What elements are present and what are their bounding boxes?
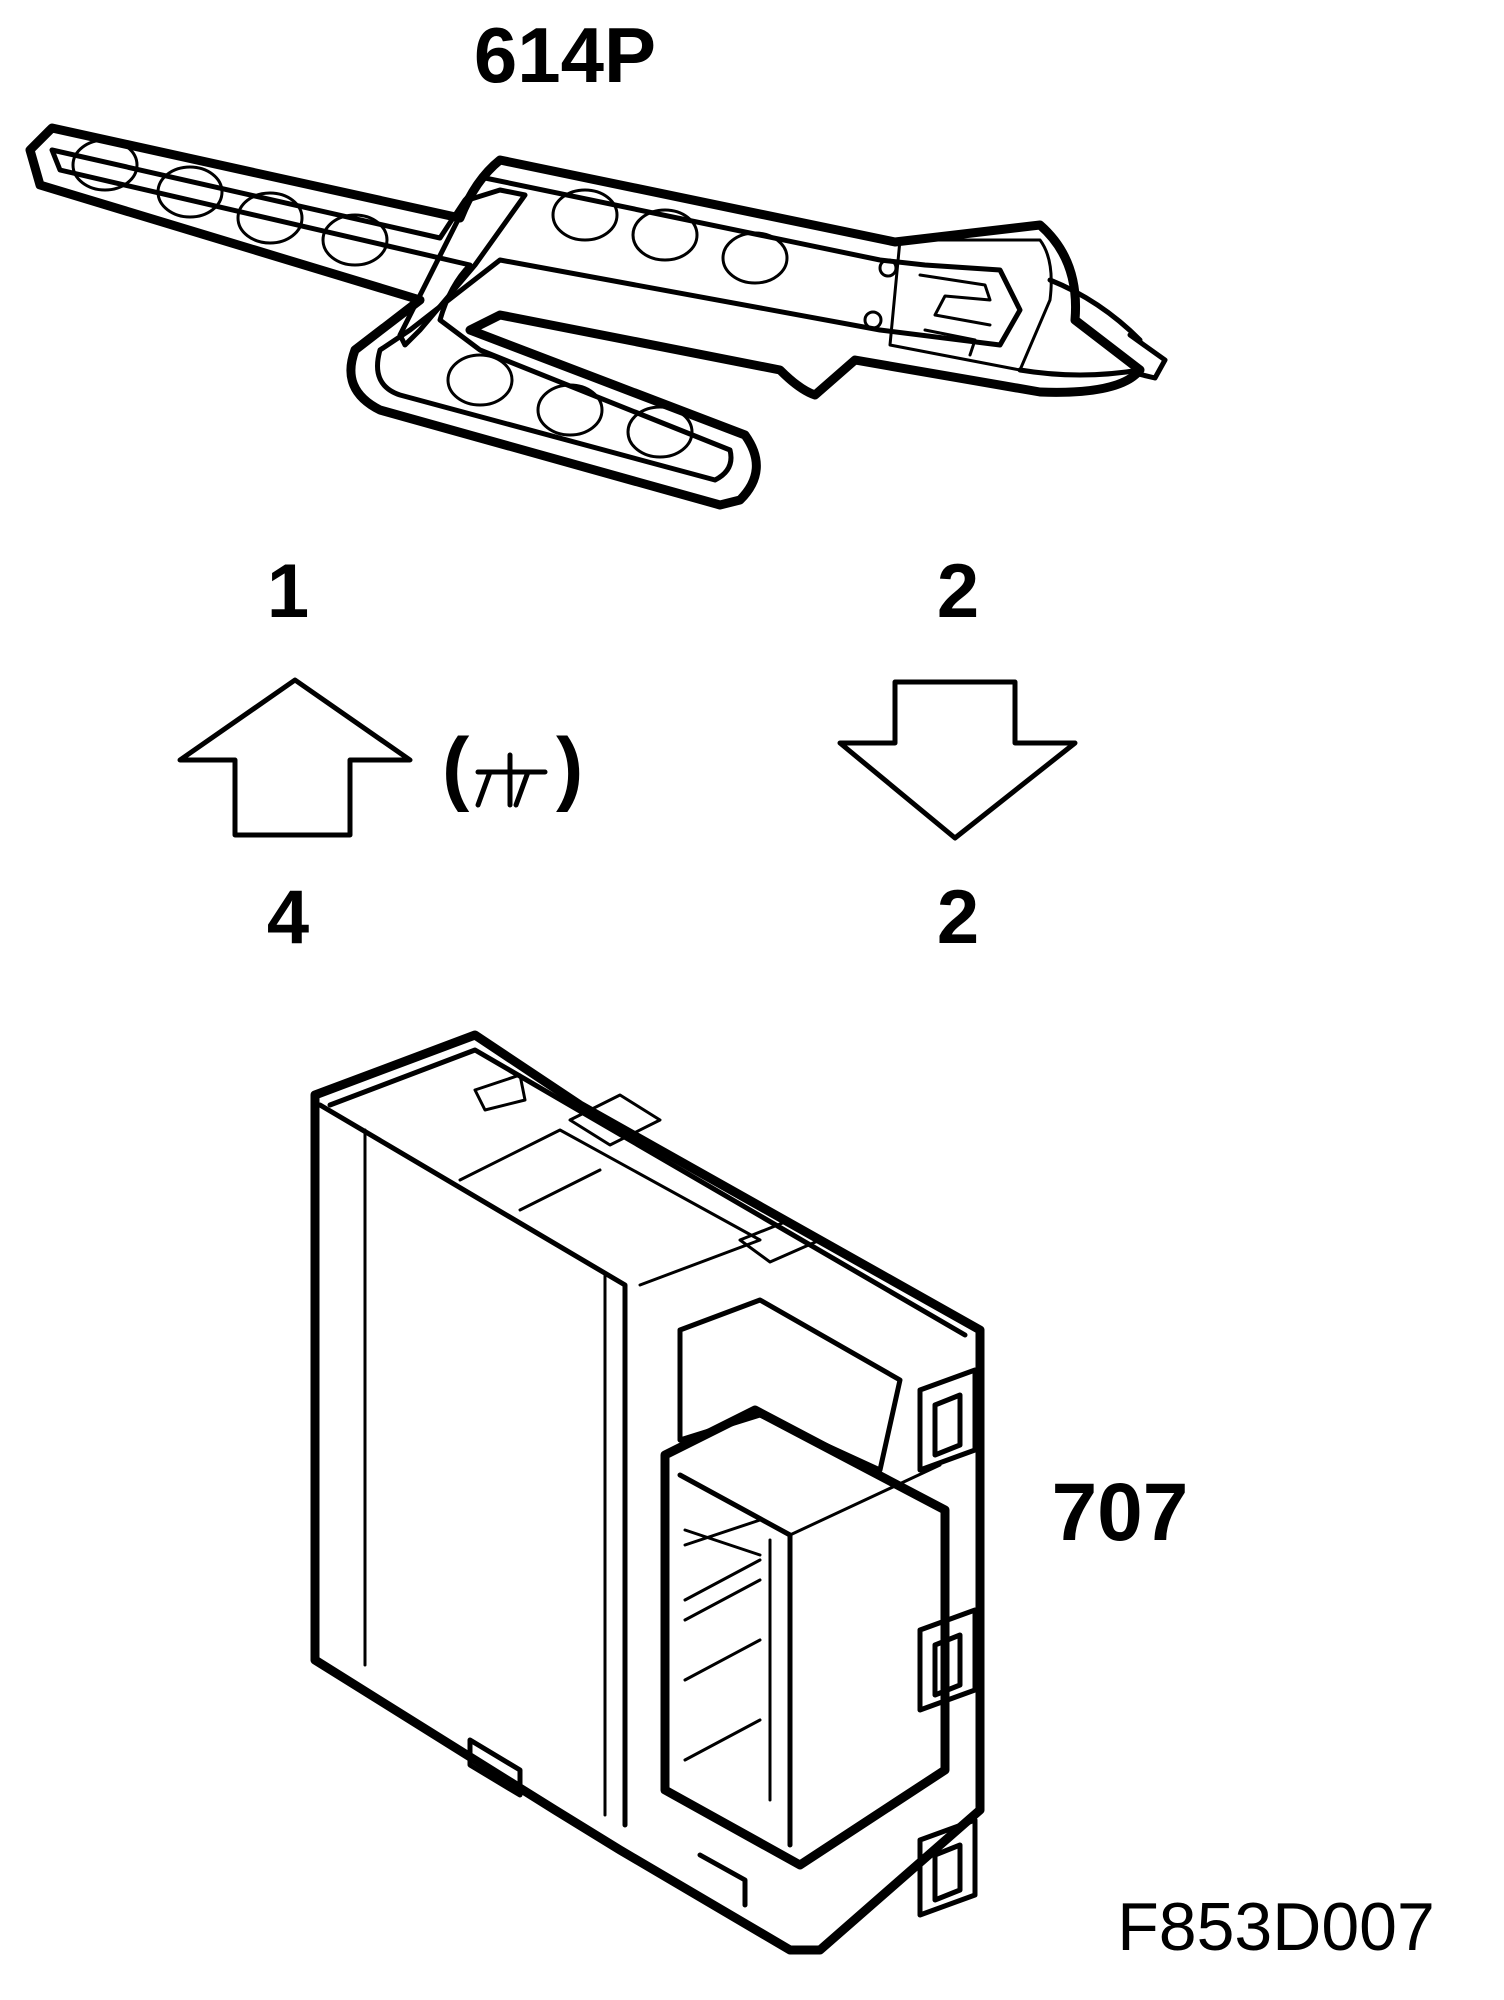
control-module [310, 1030, 985, 1955]
sensor-label: 614P [474, 11, 656, 99]
svg-text:(: ( [442, 722, 470, 813]
pin-label-top-left: 1 [267, 549, 309, 634]
svg-text:): ) [556, 722, 583, 813]
arrow-down-outline-icon [837, 679, 1078, 841]
pin-label-bottom-left: 4 [267, 875, 309, 960]
arrow-up-outline-icon [177, 677, 413, 838]
pin-label-top-right: 2 [937, 549, 979, 634]
figure-id: F853D007 [1117, 1889, 1435, 1965]
ground-icon: ( ) [442, 722, 583, 813]
module-label: 707 [1052, 1467, 1189, 1558]
pin-label-bottom-right: 2 [937, 875, 979, 960]
sensor-connector [863, 238, 1053, 372]
seat-sensor-mat [25, 123, 1168, 510]
